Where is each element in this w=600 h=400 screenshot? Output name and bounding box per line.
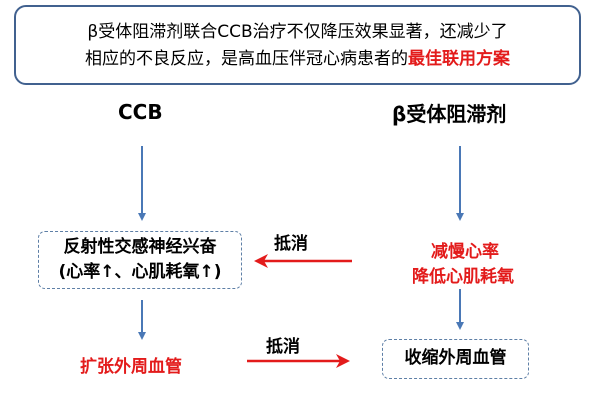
cancel-label-bottom: 抵消 <box>266 337 300 357</box>
reflex-detail: (心率↑、心肌耗氧↑) <box>58 262 222 282</box>
reduce-oxygen-consumption-text: 降低心肌耗氧 <box>412 267 514 287</box>
summary-line-2-text: 相应的不良反应，是高血压伴冠心病患者的 <box>85 49 408 69</box>
summary-line-2: 相应的不良反应，是高血压伴冠心病患者的最佳联用方案 <box>26 46 569 73</box>
cancel-label-top: 抵消 <box>274 234 308 254</box>
summary-banner: β受体阻滞剂联合CCB治疗不仅降压效果显著，还减少了 相应的不良反应，是高血压伴… <box>14 5 581 85</box>
summary-line-1: β受体阻滞剂联合CCB治疗不仅降压效果显著，还减少了 <box>87 22 508 42</box>
slow-heart-rate-text: 减慢心率 <box>431 242 499 262</box>
reflex-sympathetic-box: 反射性交感神经兴奋 (心率↑、心肌耗氧↑) <box>38 231 242 289</box>
reflex-text: 反射性交感神经兴奋 <box>63 237 217 257</box>
best-combination-highlight: 最佳联用方案 <box>408 49 510 69</box>
dilate-vessels-text: 扩张外周血管 <box>80 357 182 377</box>
beta-blocker-title: β受体阻滞剂 <box>392 102 507 126</box>
constrict-vessels-box: 收缩外周血管 <box>382 339 529 379</box>
ccb-title: CCB <box>118 100 163 124</box>
constrict-vessels-text: 收缩外周血管 <box>404 348 507 368</box>
